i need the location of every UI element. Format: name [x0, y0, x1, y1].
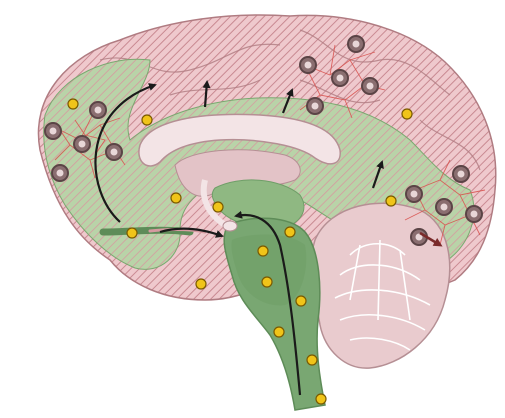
- neuron-cluster-icon: [332, 70, 348, 86]
- neuron-cluster-icon: [74, 136, 90, 152]
- neuron-cluster-icon: [52, 165, 68, 181]
- dot-icon: [171, 193, 181, 203]
- cerebellum: [311, 203, 450, 368]
- dot-icon: [262, 277, 272, 287]
- dot-icon: [258, 246, 268, 256]
- dot-icon: [142, 115, 152, 125]
- dot-icon: [285, 227, 295, 237]
- dot-icon: [307, 355, 317, 365]
- dot-icon: [316, 394, 326, 404]
- dot-icon: [127, 228, 137, 238]
- neuron-cluster-icon: [406, 186, 422, 202]
- neuron-cluster-icon: [307, 98, 323, 114]
- pituitary: [223, 221, 237, 231]
- dot-icon: [274, 327, 284, 337]
- neuron-cluster-icon: [453, 166, 469, 182]
- neuron-cluster-icon: [436, 199, 452, 215]
- dot-icon: [296, 296, 306, 306]
- dot-icon: [402, 109, 412, 119]
- dot-icon: [386, 196, 396, 206]
- dot-icon: [213, 202, 223, 212]
- dot-icon: [68, 99, 78, 109]
- neuron-cluster-icon: [300, 57, 316, 73]
- neuron-cluster-icon: [45, 123, 61, 139]
- neuron-cluster-icon: [106, 144, 122, 160]
- neuron-cluster-icon: [348, 36, 364, 52]
- neuron-cluster-icon: [90, 102, 106, 118]
- neuron-cluster-icon: [466, 206, 482, 222]
- neuron-cluster-icon: [362, 78, 378, 94]
- dot-icon: [196, 279, 206, 289]
